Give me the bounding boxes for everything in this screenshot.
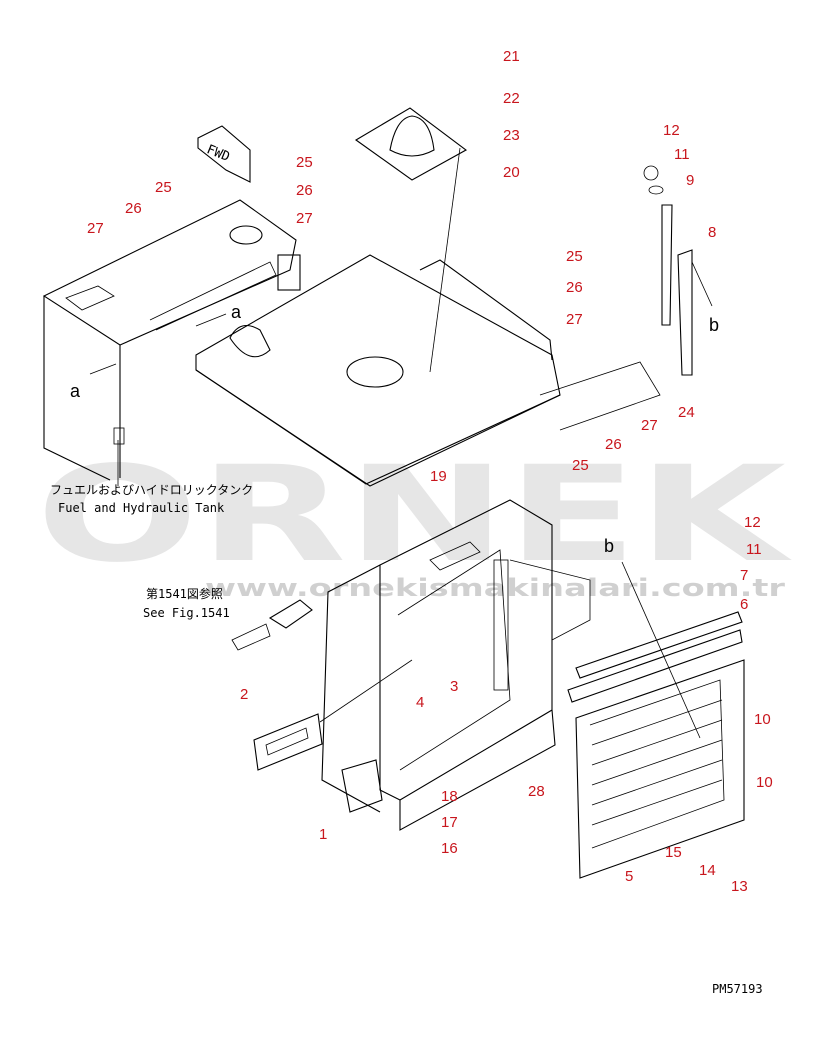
view-letter-a-left: a (70, 381, 81, 401)
part-labels: 21 22 23 20 25 26 27 25 26 27 19 25 26 2… (87, 48, 773, 895)
part-label: 7 (740, 567, 748, 584)
part-label: 5 (625, 868, 633, 885)
part-label: 1 (319, 826, 327, 843)
part-label: 2 (240, 686, 248, 703)
fuel-hydraulic-tank (42, 199, 301, 486)
part-label: 16 (441, 840, 458, 857)
part-label: 4 (416, 694, 424, 711)
part-label: 3 (450, 678, 458, 695)
part-label: 27 (566, 311, 583, 328)
part-label: 25 (155, 179, 172, 196)
part-label: 20 (503, 164, 520, 181)
part-label: 9 (686, 172, 694, 189)
part-label: 8 (708, 224, 716, 241)
part-label: 6 (740, 596, 748, 613)
fwd-sign: FWD (197, 125, 251, 183)
watermark-brand: ORNEK (36, 438, 793, 592)
cover-2 (253, 659, 413, 771)
tank-caption-jp: フュエルおよびハイドロリックタンク (50, 483, 253, 497)
step-ref (231, 599, 313, 651)
see-fig-jp: 第1541図参照 (146, 586, 223, 601)
cushion-bracket (354, 107, 468, 373)
view-arrows (89, 261, 713, 739)
part-label: 27 (641, 417, 658, 434)
part-label: 21 (503, 48, 520, 65)
part-label: 22 (503, 90, 520, 107)
part-label: 11 (674, 146, 690, 163)
see-figure-caption: 第1541図参照 See Fig.1541 (143, 586, 230, 620)
part-label: 19 (430, 468, 447, 485)
tank-caption: フュエルおよびハイドロリックタンク Fuel and Hydraulic Tan… (50, 483, 253, 515)
watermark-url: www.ornekismakinalari.com.tr (205, 574, 785, 602)
part-label: 10 (756, 774, 773, 791)
main-frame (321, 499, 591, 831)
part-label: 13 (731, 878, 748, 895)
part-label: 24 (678, 404, 695, 421)
part-label: 25 (572, 457, 589, 474)
part-label: 12 (663, 122, 680, 139)
part-label: 14 (699, 862, 716, 879)
part-label: 28 (528, 783, 545, 800)
part-label: 27 (296, 210, 313, 227)
see-fig-en: See Fig.1541 (143, 606, 230, 620)
view-letter-b-lower: b (604, 536, 614, 556)
view-letter-b-right: b (709, 315, 719, 335)
part-label: 17 (441, 814, 458, 831)
part-label: 25 (296, 154, 313, 171)
part-label: 11 (746, 541, 762, 558)
part-label: 18 (441, 788, 458, 805)
part-label: 26 (566, 279, 583, 296)
part-label: 26 (296, 182, 313, 199)
part-label: 23 (503, 127, 520, 144)
part-label: 15 (665, 844, 682, 861)
part-label: 26 (605, 436, 622, 453)
fwd-label: FWD (204, 142, 232, 165)
floor-plate (195, 254, 661, 487)
part-label: 27 (87, 220, 104, 237)
view-letter-a-top: a (231, 302, 242, 322)
part-label: 26 (125, 200, 142, 217)
tank-caption-en: Fuel and Hydraulic Tank (58, 501, 225, 515)
drawing-number: PM57193 (712, 982, 763, 996)
stay-8 (643, 165, 693, 376)
part-label: 25 (566, 248, 583, 265)
grille-5 (567, 611, 745, 879)
part-label: 12 (744, 514, 761, 531)
watermark: ORNEK www.ornekismakinalari.com.tr (36, 438, 793, 602)
part-label: 10 (754, 711, 771, 728)
